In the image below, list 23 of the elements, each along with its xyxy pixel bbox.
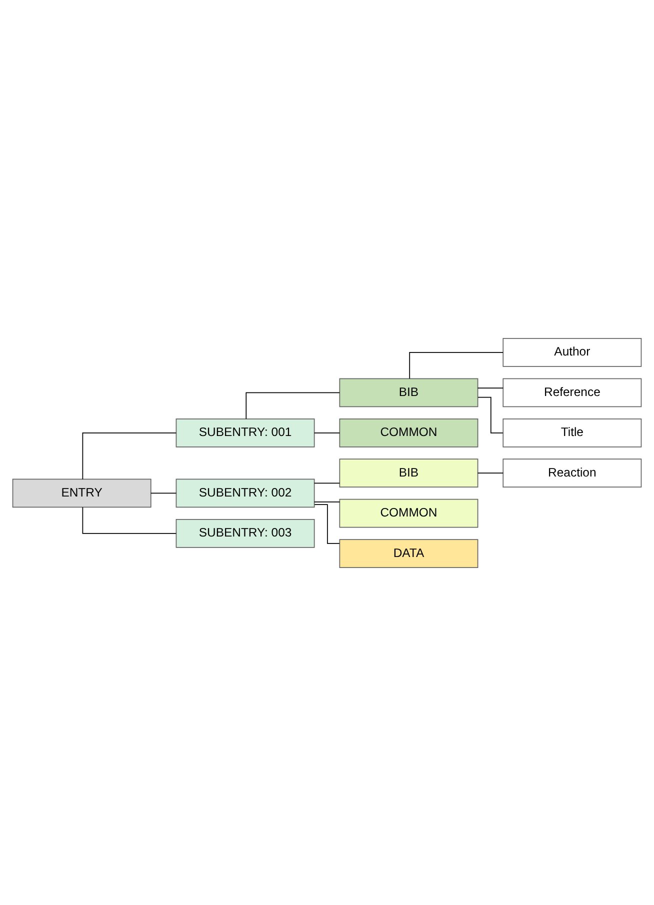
connector <box>82 432 177 480</box>
node-box: BIB <box>339 458 478 488</box>
node-box: COMMON <box>339 418 478 447</box>
connector <box>314 501 340 502</box>
connector <box>246 392 340 419</box>
node-box: SUBENTRY: 002 <box>176 478 315 508</box>
connector <box>314 432 340 433</box>
node-box: Reaction <box>502 458 642 488</box>
connector <box>477 472 504 474</box>
node-box: SUBENTRY: 003 <box>176 518 315 548</box>
node-box: Author <box>502 338 642 366</box>
node-box: Title <box>502 418 642 447</box>
node-box: SUBENTRY: 001 <box>176 418 315 447</box>
node-box: Reference <box>502 378 642 407</box>
node-box: BIB <box>339 378 478 407</box>
connector <box>477 387 504 388</box>
connector <box>314 482 340 484</box>
connector <box>82 506 177 534</box>
node-box: DATA <box>339 538 478 568</box>
connector <box>150 492 177 494</box>
node-box: ENTRY <box>12 478 152 508</box>
node-box: COMMON <box>339 498 478 528</box>
connector <box>409 352 504 379</box>
